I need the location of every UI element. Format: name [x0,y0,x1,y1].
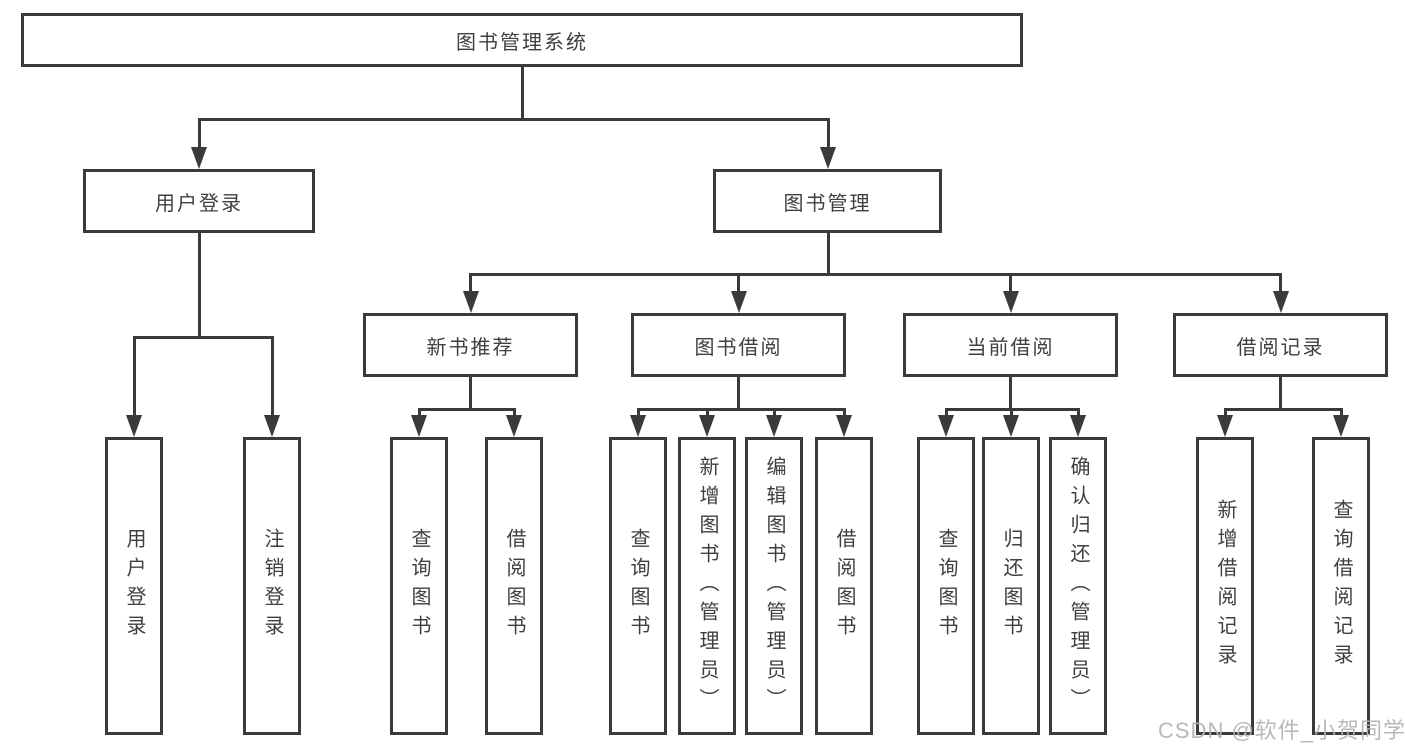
leaf-label: 借阅图书 [833,528,855,644]
arrow-down-icon [264,415,280,437]
leaf-user-login: 用户登录 [105,437,163,735]
connector-drop [636,408,640,419]
connector-drop [772,408,776,419]
node-label: 图书借阅 [694,336,783,359]
leaf-borrow-books: 借阅图书 [815,437,873,735]
connector-drop [197,118,201,151]
arrow-down-icon [766,415,782,437]
arrow-down-icon [462,291,479,313]
arrow-down-icon [938,415,954,437]
arrow-down-icon [1217,415,1233,437]
leaf-label: 查询图书 [935,528,957,644]
connector-drop [512,408,516,419]
arrow-down-icon [411,415,427,437]
arrow-down-icon [1002,291,1019,313]
leaf-label: 新增图书（管理员） [696,455,718,717]
arrow-down-icon [820,147,836,169]
node-current-borrowing: 当前借阅 [903,313,1118,377]
leaf-label: 用户登录 [123,528,145,644]
connector-drop [1279,273,1282,295]
connector-stem [520,67,524,121]
connector-drop [1076,408,1080,419]
connector-drop [842,408,846,419]
node-label: 新书推荐 [426,336,515,359]
connector-bar [132,336,274,339]
arrow-down-icon [699,415,715,437]
connector-drop [132,336,136,419]
connector-drop [737,273,740,295]
leaf-logout: 注销登录 [243,437,301,735]
connector-drop [469,273,472,295]
leaf-edit-books-admin: 编辑图书（管理员） [745,437,803,735]
connector-drop [417,408,421,419]
arrow-down-icon [1333,415,1349,437]
leaf-label: 查询图书 [627,528,649,644]
connector-drop [1223,408,1227,419]
leaf-label: 查询图书 [408,528,430,644]
arrow-down-icon [506,415,522,437]
leaf-label: 归还图书 [1000,528,1022,644]
connector-stem [469,377,472,411]
arrow-down-icon [630,415,646,437]
arrow-down-icon [1003,415,1019,437]
node-borrowing-records: 借阅记录 [1173,313,1388,377]
leaf-label: 注销登录 [261,528,283,644]
connector-bar [636,408,846,411]
node-label: 图书管理系统 [456,31,588,54]
node-label: 当前借阅 [966,336,1055,359]
leaf-add-borrow-record: 新增借阅记录 [1196,437,1254,735]
connector-stem [737,377,740,411]
leaf-query-books-current: 查询图书 [917,437,975,735]
connector-stem [826,233,830,276]
arrow-down-icon [1070,415,1086,437]
connector-drop [705,408,709,419]
leaf-add-books-admin: 新增图书（管理员） [678,437,736,735]
connector-bar [417,408,516,411]
arrow-down-icon [1272,291,1289,313]
leaf-label: 编辑图书（管理员） [763,455,785,717]
leaf-query-books-borrow: 查询图书 [609,437,667,735]
leaf-label: 确认归还（管理员） [1067,455,1089,717]
leaf-query-books-recommend: 查询图书 [390,437,448,735]
node-new-book-recommendation: 新书推荐 [363,313,578,377]
connector-stem [197,233,201,339]
leaf-label: 借阅图书 [503,528,525,644]
connector-bar [469,273,1282,276]
connector-drop [1009,408,1013,419]
connector-bar [197,118,830,121]
leaf-label: 新增借阅记录 [1214,499,1236,673]
node-library-management-system: 图书管理系统 [21,13,1023,67]
arrow-down-icon [191,147,207,169]
arrow-down-icon [126,415,142,437]
arrow-down-icon [730,291,747,313]
leaf-confirm-return-admin: 确认归还（管理员） [1049,437,1107,735]
node-user-login: 用户登录 [83,169,315,233]
leaf-return-books: 归还图书 [982,437,1040,735]
connector-drop [944,408,948,419]
node-label: 图书管理 [783,192,872,215]
connector-stem [1009,377,1012,411]
leaf-query-borrow-record: 查询借阅记录 [1312,437,1370,735]
connector-drop [270,336,274,419]
node-book-management: 图书管理 [713,169,942,233]
node-book-borrowing: 图书借阅 [631,313,846,377]
leaf-borrow-books-recommend: 借阅图书 [485,437,543,735]
connector-drop [826,118,830,151]
watermark: CSDN @软件_小贺同学 [1158,718,1405,743]
connector-stem [1279,377,1282,411]
node-label: 借阅记录 [1236,336,1325,359]
connector-bar [1223,408,1343,411]
leaf-label: 查询借阅记录 [1330,499,1352,673]
node-label: 用户登录 [155,192,243,215]
connector-drop [1009,273,1012,295]
arrow-down-icon [836,415,852,437]
connector-drop [1339,408,1343,419]
